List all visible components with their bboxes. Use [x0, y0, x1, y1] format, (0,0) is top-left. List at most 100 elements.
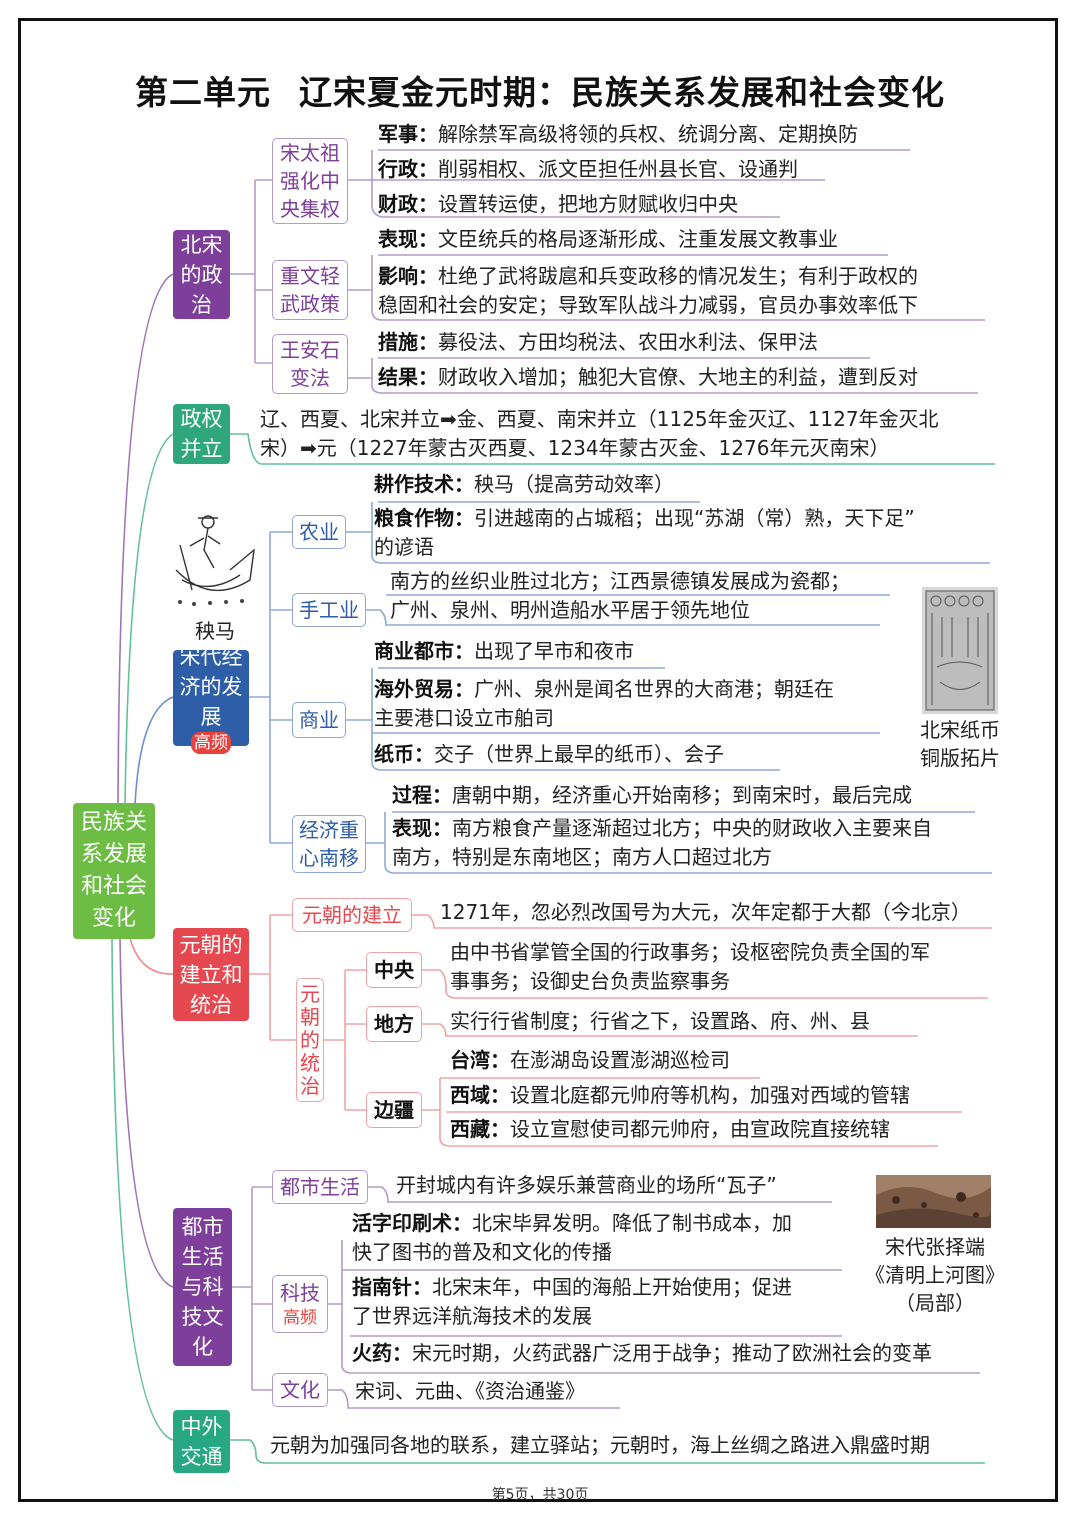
leaf-text: 唐朝中期，经济重心开始南移；到南宋时，最后完成 [452, 783, 912, 807]
node-line: 王安石 [280, 338, 340, 362]
sub-yuan-rule[interactable]: 元 朝 的 统 治 [296, 978, 324, 1102]
leaf-label: 西域： [450, 1083, 510, 1107]
leaf-text: 实行行省制度；行省之下，设置路、府、州、县 [450, 1009, 870, 1033]
sub-civil-over-military[interactable]: 重文轻 武政策 [272, 260, 348, 320]
caption-line: 铜版拓片 [920, 746, 1000, 770]
leaf-text: 设置转运使，把地方财赋收归中央 [438, 192, 738, 216]
branch-song-economy[interactable]: 宋代经 济的发 展高频 [173, 645, 249, 754]
branch-northern-song-politics[interactable]: 北宋 的政 治 [173, 230, 230, 319]
leaf-text: 秧马（提高劳动效率） [474, 472, 674, 496]
leaf-text: 广州、泉州是闻名世界的大商港；朝廷在 [474, 677, 834, 701]
page-number: 第5页，共30页 [491, 1487, 589, 1503]
leaf-text: 南方粮食产量逐渐超过北方；中央的财政收入主要来自 [452, 816, 932, 840]
node-line: 统治 [190, 992, 232, 1017]
leaf-label: 财政： [378, 192, 438, 216]
sub-centralization[interactable]: 宋太祖 强化中 央集权 [272, 138, 348, 224]
node-line: 治 [191, 292, 212, 317]
sub-commerce[interactable]: 商业 [292, 702, 346, 738]
paper-money-rubbing-image [922, 587, 998, 714]
leaf-movable-type: 活字印刷术：北宋毕昇发明。降低了制书成本，加 快了图书的普及和文化的传播 [352, 1209, 792, 1267]
sub-local[interactable]: 地方 [366, 1006, 422, 1042]
leaf-label: 台湾： [450, 1048, 510, 1072]
leaf-label: 指南针： [352, 1275, 432, 1299]
sub-frontier[interactable]: 边疆 [366, 1092, 422, 1128]
sub-agriculture[interactable]: 农业 [292, 515, 346, 549]
leaf-label: 行政： [378, 157, 438, 181]
leaf-text: 削弱相权、派文臣担任州县长官、设通判 [438, 157, 798, 181]
leaf-text: 财政收入增加；触犯大官僚、大地主的利益，遭到反对 [438, 365, 918, 389]
leaf-label: 耕作技术： [374, 472, 474, 496]
leaf-process: 过程：唐朝中期，经济重心开始南移；到南宋时，最后完成 [392, 781, 912, 810]
node-line: 统 [300, 1050, 320, 1075]
root-line: 系发展 [80, 842, 147, 867]
sub-handicraft[interactable]: 手工业 [292, 593, 366, 627]
node-line: 生活 [181, 1245, 224, 1269]
sub-science-tech[interactable]: 科技 高频 [272, 1275, 328, 1333]
sub-culture[interactable]: 文化 [272, 1373, 328, 1407]
leaf-military: 军事：解除禁军高级将领的兵权、统调分离、定期换防 [378, 120, 858, 149]
node-line: 武政策 [280, 292, 340, 316]
sub-central[interactable]: 中央 [366, 952, 422, 988]
node-line: 的 [300, 1027, 320, 1052]
leaf-text: 北宋毕昇发明。降低了制书成本，加 [472, 1211, 792, 1235]
paper-money-caption: 北宋纸币 铜版拓片 [905, 716, 1015, 772]
leaf-label: 结果： [378, 365, 438, 389]
leaf-regimes-sequence: 辽、西夏、北宋并立➡金、西夏、南宋并立（1125年金灭辽、1127年金灭北 宋）… [260, 405, 939, 463]
node-line: 展高频 [191, 702, 231, 754]
leaf-text: 北宋末年，中国的海船上开始使用；促进 [432, 1275, 792, 1299]
leaf-label: 商业都市： [374, 639, 474, 663]
caption-line: 《清明上河图》 [865, 1263, 1005, 1287]
leaf-label: 西藏： [450, 1117, 510, 1141]
branch-urban-life-science-culture[interactable]: 都市 生活 与科 技文 化 [173, 1208, 232, 1366]
leaf-label: 粮食作物： [374, 506, 474, 530]
branch-foreign-exchange[interactable]: 中外 交通 [173, 1410, 230, 1473]
leaf-text: 在澎湖岛设置澎湖巡检司 [510, 1048, 730, 1072]
leaf-text: 文臣统兵的格局逐渐形成、注重发展文教事业 [438, 227, 838, 251]
hot-badge: 高频 [283, 1308, 317, 1328]
node-line: 宋太祖 [280, 141, 340, 165]
leaf-urban-life: 开封城内有许多娱乐兼营商业的场所“瓦子” [396, 1171, 777, 1200]
branch-yuan-founding-rule[interactable]: 元朝的 建立和 统治 [173, 928, 249, 1021]
sub-wang-anshi-reform[interactable]: 王安石 变法 [272, 334, 348, 394]
node-line-text: 展 [200, 705, 222, 729]
leaf-label: 火药： [352, 1341, 412, 1365]
node-line: 元 [300, 981, 320, 1006]
leaf-text: 出现了早市和夜市 [474, 639, 634, 663]
node-line: 化 [192, 1335, 213, 1359]
leaf-results: 结果：财政收入增加；触犯大官僚、大地主的利益，遭到反对 [378, 363, 918, 392]
node-line: 元朝的建立 [302, 903, 402, 927]
leaf-text: 主要港口设立市舶司 [374, 706, 554, 730]
leaf-label: 活字印刷术： [352, 1211, 472, 1235]
leaf-text: 引进越南的占城稻；出现“苏湖（常）熟，天下足” [474, 506, 915, 530]
leaf-finance: 财政：设置转运使，把地方财赋收归中央 [378, 190, 738, 219]
node-line: 经济重 [299, 818, 359, 842]
node-line: 央集权 [280, 197, 340, 221]
node-line: 政权 [180, 407, 223, 431]
sub-urban-life[interactable]: 都市生活 [272, 1170, 368, 1204]
leaf-text: 1271年，忽必烈改国号为大元，次年定都于大都（今北京） [440, 900, 971, 924]
leaf-farming-tech: 耕作技术：秧马（提高劳动效率） [374, 470, 674, 499]
sub-economic-center-shift[interactable]: 经济重 心南移 [292, 815, 366, 873]
yangma-caption: 秧马 [195, 619, 235, 643]
leaf-local: 实行行省制度；行省之下，设置路、府、州、县 [450, 1007, 870, 1036]
leaf-text: 的谚语 [374, 535, 434, 559]
node-line: 治 [300, 1073, 320, 1098]
branch-coexisting-regimes[interactable]: 政权 并立 [173, 404, 230, 464]
qingming-painting-image [876, 1175, 991, 1228]
node-line: 都市 [181, 1215, 224, 1239]
node-line: 科技 [280, 1281, 320, 1305]
node-line: 地方 [374, 1012, 414, 1036]
leaf-measures: 措施：募役法、方田均税法、农田水利法、保甲法 [378, 328, 818, 357]
leaf-text: 事事务；设御史台负责监察事务 [450, 969, 730, 993]
root-line: 变化 [91, 906, 136, 931]
page-title: 第二单元辽宋夏金元时期：民族关系发展和社会变化 [0, 66, 1080, 114]
root-node[interactable]: 民族关 系发展 和社会 变化 [73, 803, 155, 939]
yangma-illustration [175, 515, 255, 606]
node-line: 交通 [180, 1444, 223, 1469]
leaf-label: 海外贸易： [374, 677, 474, 701]
sub-yuan-founding[interactable]: 元朝的建立 [292, 898, 412, 932]
leaf-gunpowder: 火药：宋元时期，火药武器广泛用于战争；推动了欧洲社会的变革 [352, 1339, 932, 1368]
leaf-text: 快了图书的普及和文化的传播 [352, 1240, 612, 1264]
leaf-tibet: 西藏：设立宣慰使司都元帅府，由宣政院直接统辖 [450, 1115, 890, 1144]
leaf-text: 元朝为加强同各地的联系，建立驿站；元朝时，海上丝绸之路进入鼎盛时期 [270, 1433, 930, 1457]
